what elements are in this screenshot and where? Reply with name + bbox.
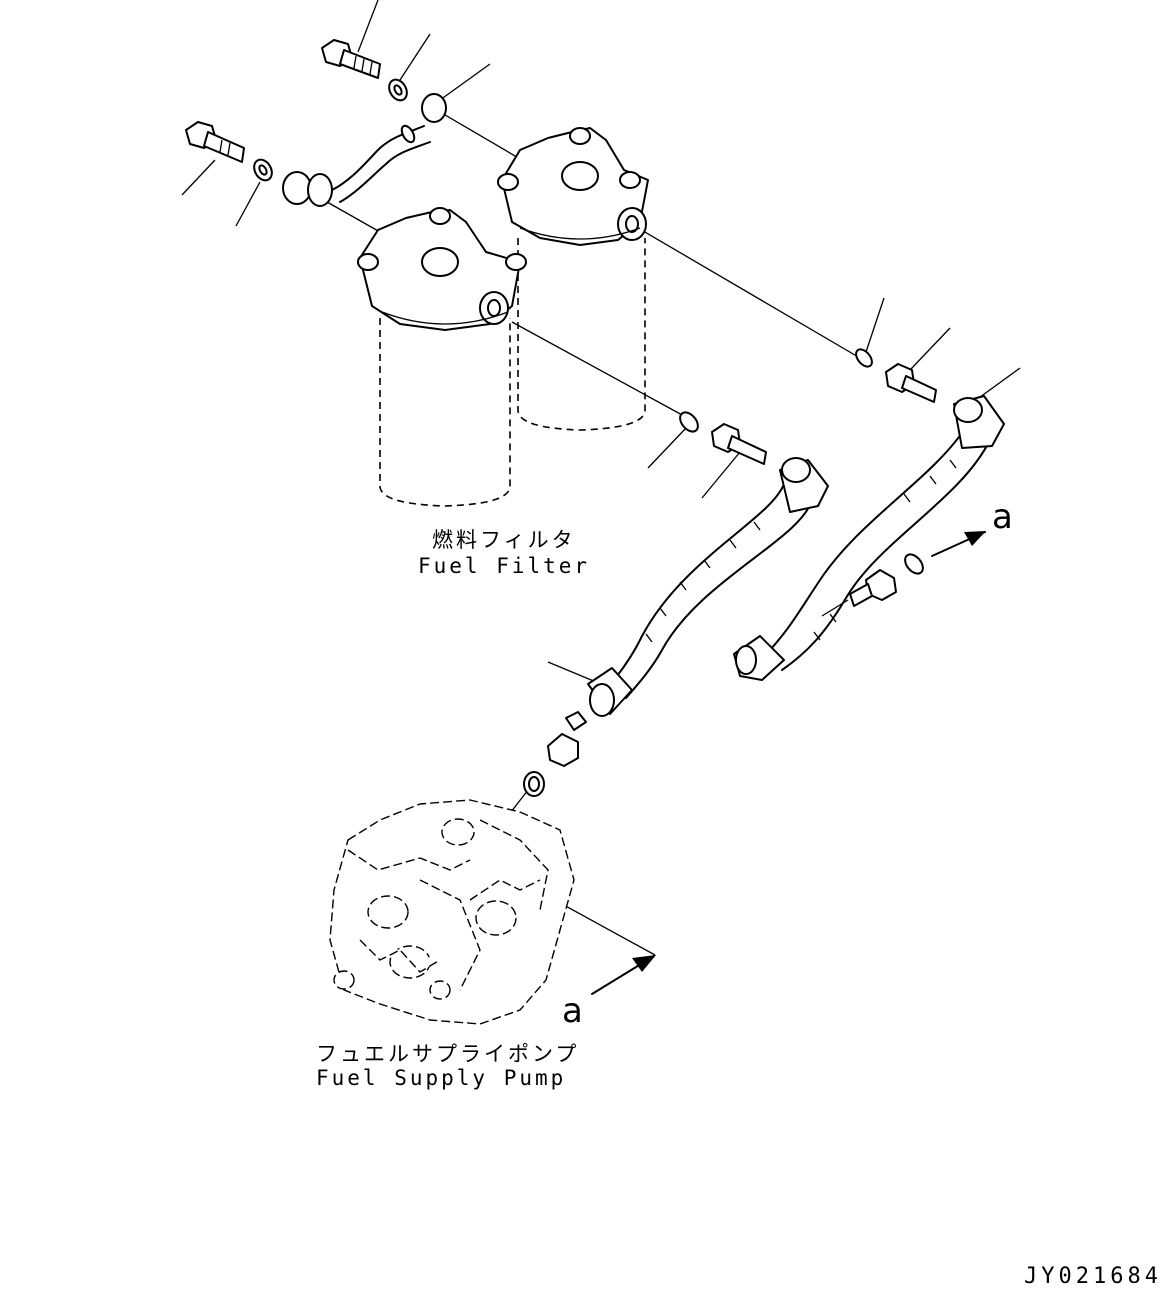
filter-connecting-tube	[282, 93, 447, 207]
view-reference-upper: a	[992, 497, 1013, 537]
banjo-bolt-lower	[185, 121, 245, 163]
o-ring-middle	[679, 411, 699, 433]
fitting-detail-a	[849, 553, 924, 607]
hose-return	[733, 395, 1005, 681]
fuel-filter-front	[357, 207, 527, 507]
view-reference-lower: a	[562, 991, 583, 1031]
fuel-filter-label-jp: 燃料フィルタ	[432, 528, 576, 552]
banjo-bolt-upper	[321, 39, 381, 79]
leader-lines	[181, 0, 1021, 683]
connector-middle	[711, 423, 767, 465]
view-arrow-upper	[931, 531, 986, 557]
fuel-supply-pump	[329, 799, 575, 1025]
pump-inlet-fitting	[523, 711, 587, 797]
drawing-id: JY021684	[1024, 1264, 1162, 1289]
pump-label-en: Fuel Supply Pump	[316, 1066, 567, 1090]
view-arrow-lower	[591, 955, 656, 995]
o-ring-upper	[855, 348, 873, 368]
connector-upper	[885, 363, 937, 403]
fuel-filter-rear	[497, 127, 649, 431]
hose-to-pump	[587, 457, 829, 717]
fuel-filter-label-en: Fuel Filter	[418, 554, 591, 578]
pump-label-jp: フュエルサプライポンプ	[316, 1042, 580, 1066]
